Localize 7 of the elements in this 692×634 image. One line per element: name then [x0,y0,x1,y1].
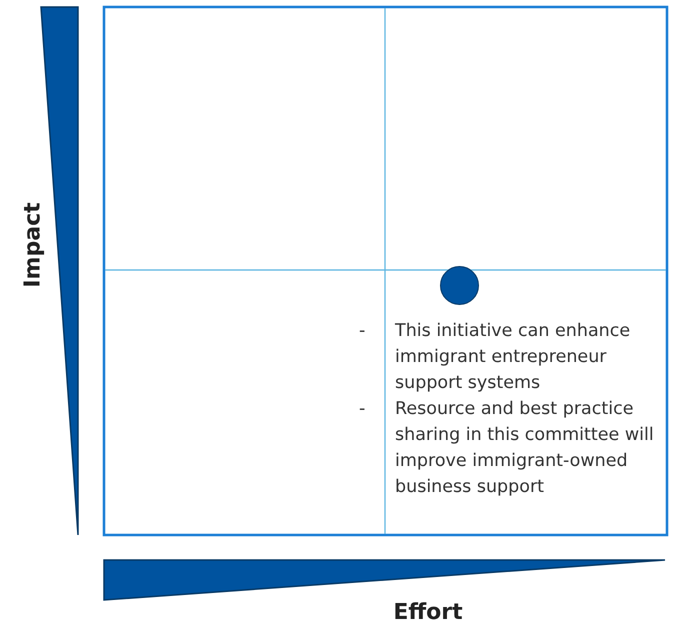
axis-title: Impact [20,202,46,288]
position-marker [440,266,479,305]
bullet-dash: - [359,320,366,343]
bullet-text: Resource and best practice sharing in this committee will improve immigrant-owned business support [395,398,655,499]
bullet-dash: - [359,398,366,421]
axis-title: Effort [393,600,463,625]
bullet-text: This initiative can enhance immigrant entrepreneur support systems [395,320,632,395]
